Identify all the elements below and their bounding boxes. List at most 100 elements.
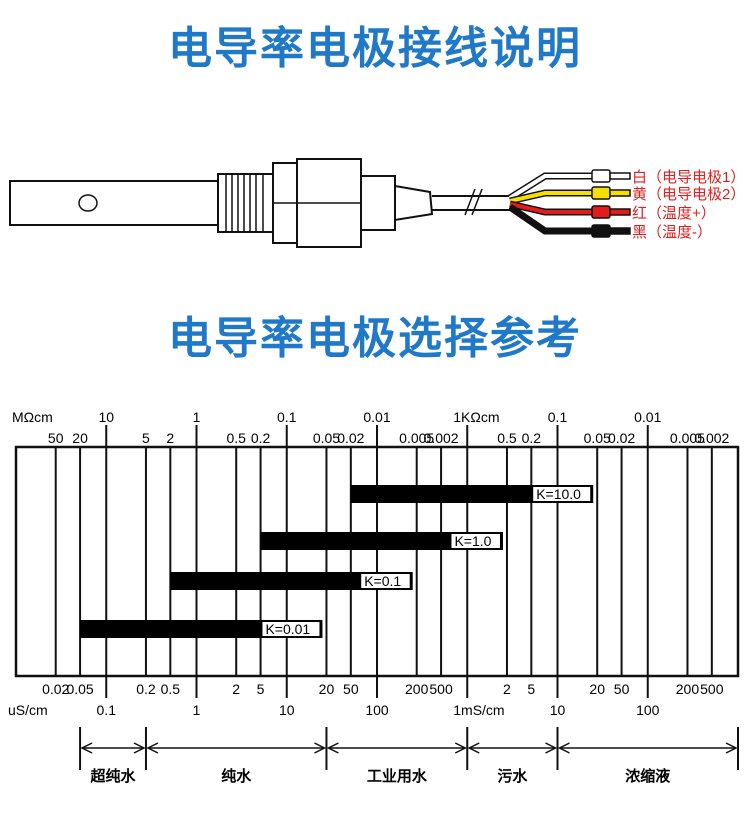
range-label: 浓缩液 (625, 767, 671, 785)
bottom-unit-label: uS/cm (8, 702, 48, 718)
wire-pin-black (609, 227, 631, 235)
arrow-left-icon (80, 742, 93, 754)
top-minor-label: 0.02 (337, 430, 364, 446)
range-label: 工业用水 (367, 767, 428, 785)
arrow-right-icon (314, 742, 327, 754)
bottom-minor-label: 500 (700, 681, 724, 697)
arrow-left-icon (467, 742, 480, 754)
top-minor-label: 0.005 (670, 430, 705, 446)
top-minor-label: 0.005 (399, 430, 434, 446)
top-major-label: 1KΩcm (453, 409, 499, 425)
strain-relief (394, 184, 434, 222)
top-minor-label: 20 (72, 430, 88, 446)
k-bar-label: K=1.0 (454, 533, 491, 549)
bottom-minor-label: 200 (676, 681, 700, 697)
electrode-hole (78, 194, 98, 212)
top-minor-label: 0.002 (424, 430, 459, 446)
k-bar-label: K=0.1 (364, 573, 401, 589)
top-minor-label: 0.002 (694, 430, 729, 446)
arrow-right-icon (133, 742, 146, 754)
bottom-minor-label: 20 (589, 681, 605, 697)
wire-pin-yellow (609, 189, 631, 197)
wire-pin-red (609, 208, 631, 216)
arrow-left-icon (557, 742, 570, 754)
top-major-label: 0.1 (548, 409, 568, 425)
bottom-minor-label: 20 (319, 681, 335, 697)
bottom-major-label: 100 (636, 702, 660, 718)
selection-title: 电导率电极选择参考 (168, 313, 582, 364)
bottom-major-label: 100 (365, 702, 389, 718)
bottom-major-label: 10 (550, 702, 566, 718)
bottom-minor-label: 0.05 (66, 681, 93, 697)
top-major-label: 10 (98, 409, 114, 425)
range-label: 污水 (497, 767, 528, 785)
bottom-minor-label: 500 (429, 681, 453, 697)
bottom-minor-label: 0.02 (42, 681, 69, 697)
wire-white (508, 174, 592, 200)
wire-black (508, 205, 592, 233)
arrow-left-icon (146, 742, 159, 754)
wire-pin-white (609, 172, 631, 180)
top-major-label: 0.01 (363, 409, 390, 425)
electrode-probe-drawing (9, 158, 510, 248)
k-bar-label-bg (533, 487, 591, 501)
wire-label-red: 红（温度+） (632, 205, 716, 222)
bottom-minor-label: 5 (527, 681, 535, 697)
top-major-label: 1 (193, 409, 201, 425)
wire-red (509, 202, 592, 214)
bottom-minor-label: 50 (614, 681, 630, 697)
bottom-major-label: 1mS/cm (453, 702, 504, 718)
top-minor-label: 0.02 (608, 430, 635, 446)
bottom-minor-label: 2 (232, 681, 240, 697)
thread (217, 173, 274, 233)
cable-break-mark (471, 188, 483, 216)
bottom-minor-label: 0.2 (136, 681, 156, 697)
k-bar-label-bg (451, 534, 500, 548)
thread-lines (225, 174, 264, 232)
bottom-major-label: 1 (193, 702, 201, 718)
wiring-title: 电导率电极接线说明 (168, 23, 582, 74)
k-bar-label-bg (262, 622, 320, 636)
wire-label-yellow: 黄（电导电极2） (632, 186, 745, 203)
wire-bundle: 白（电导电极1）黄（电导电极2）红（温度+）黑（温度-） (508, 169, 745, 241)
wire-terminal-white (591, 169, 611, 183)
k-bar-label: K=0.01 (265, 621, 310, 637)
k-bar (260, 532, 503, 550)
top-major-label: 0.1 (277, 409, 297, 425)
top-minor-label: 2 (166, 430, 174, 446)
electrode-tube (9, 180, 219, 226)
top-minor-label: 0.05 (313, 430, 340, 446)
cable-break-mark (464, 188, 476, 216)
arrow-right-icon (545, 742, 558, 754)
arrow-right-icon (725, 742, 738, 754)
bottom-minor-label: 0.5 (161, 681, 181, 697)
top-minor-label: 0.05 (584, 430, 611, 446)
arrow-right-icon (454, 742, 467, 754)
k-bar-label: K=10.0 (536, 486, 581, 502)
wire-label-black: 黑（温度-） (632, 224, 712, 241)
k-bar (80, 620, 323, 638)
wire-terminal-red (591, 205, 611, 219)
top-minor-label: 0.5 (226, 430, 246, 446)
top-minor-label: 0.2 (251, 430, 271, 446)
k-bar-label-bg (361, 574, 410, 588)
top-minor-label: 50 (48, 430, 64, 446)
k-bar (170, 572, 413, 590)
wire-terminal-yellow (591, 186, 611, 200)
bottom-major-label: 0.1 (97, 702, 117, 718)
top-minor-label: 0.2 (522, 430, 542, 446)
bottom-major-label: 10 (279, 702, 295, 718)
wire-yellow (509, 191, 592, 203)
bottom-minor-label: 200 (405, 681, 429, 697)
range-label: 纯水 (221, 767, 252, 785)
collar (360, 175, 396, 231)
k-bar (350, 485, 594, 503)
top-minor-label: 5 (142, 430, 150, 446)
range-label: 超纯水 (90, 767, 137, 785)
top-unit-label: MΩcm (12, 409, 53, 425)
wire-terminal-black (591, 224, 611, 238)
top-minor-label: 0.5 (497, 430, 517, 446)
arrow-left-icon (326, 742, 339, 754)
